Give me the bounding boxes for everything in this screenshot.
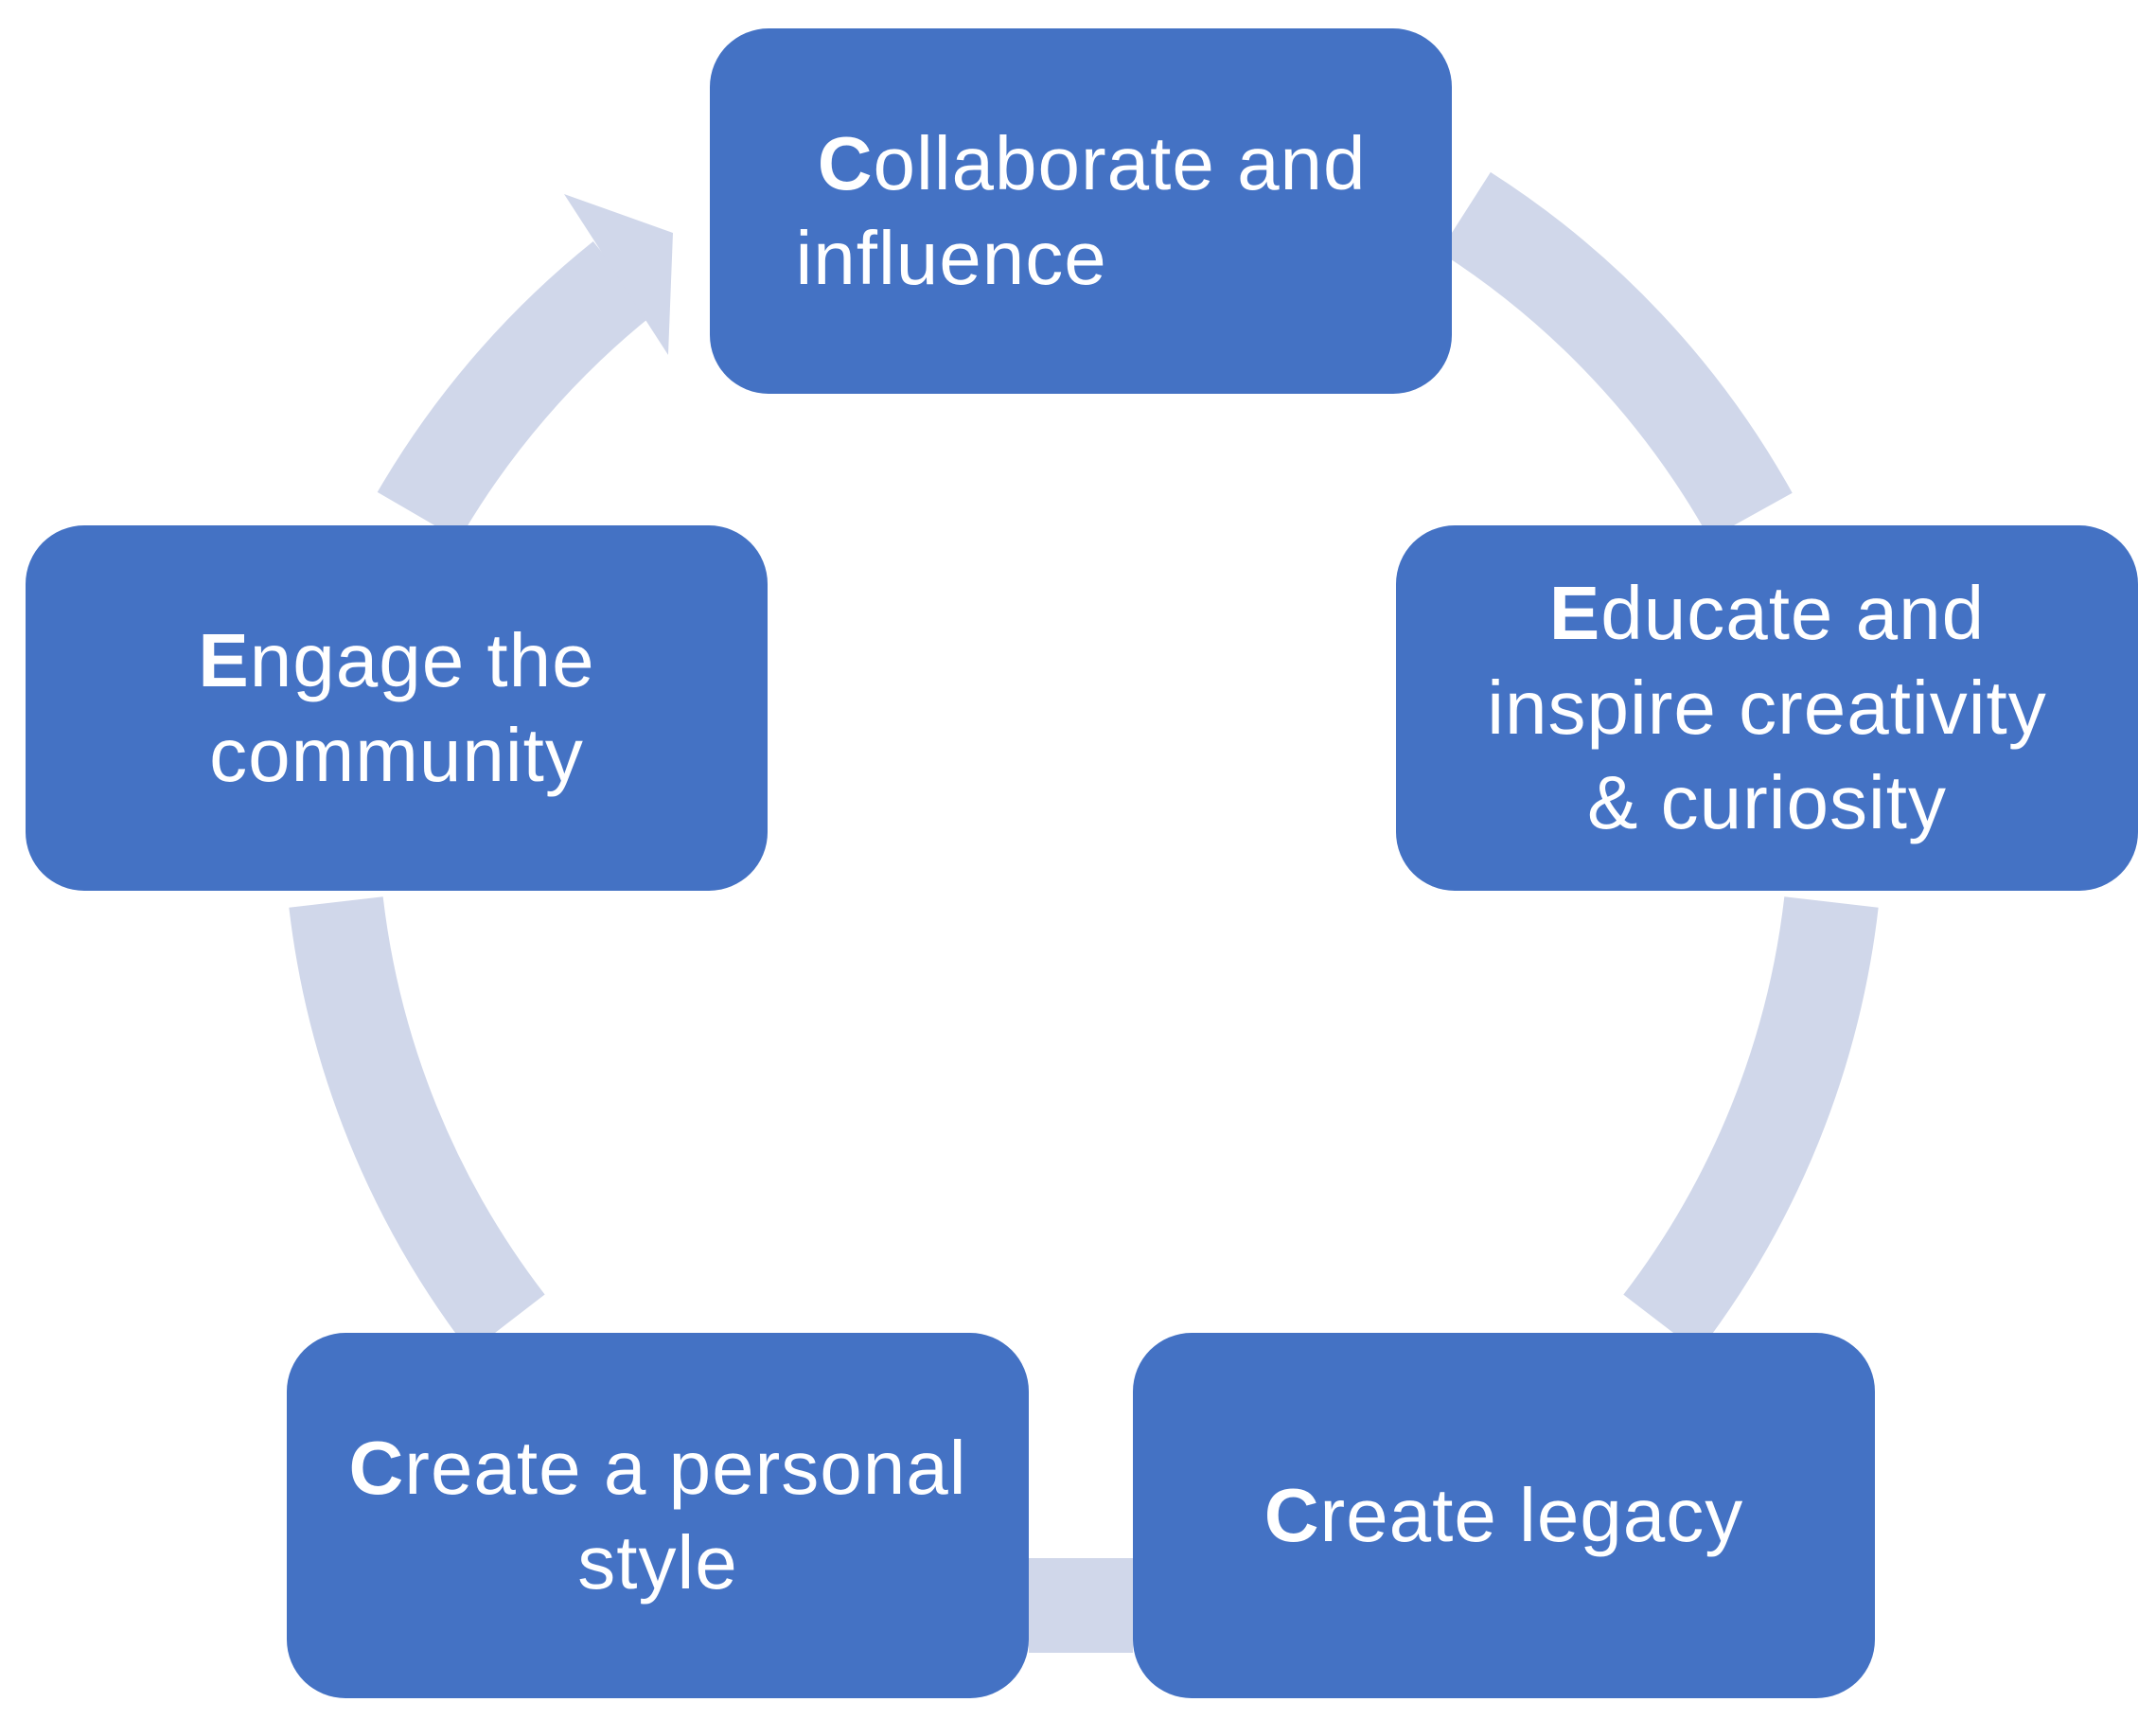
- ring-segment-legacy-to-style: [1029, 1558, 1133, 1653]
- step-create-legacy: Create legacy: [1133, 1333, 1875, 1698]
- step-label-line1: ollaborate and: [873, 121, 1367, 205]
- ring-segment-style-to-engage: [289, 896, 545, 1353]
- step-label-line1: reate legacy: [1319, 1473, 1744, 1557]
- step-initial: C: [1264, 1473, 1320, 1557]
- step-initial: C: [348, 1426, 405, 1510]
- step-label-line2: influence: [795, 216, 1107, 300]
- step-collaborate-and-influence: Collaborate and influence: [710, 28, 1452, 394]
- step-label-line1: reate a personal: [404, 1426, 967, 1510]
- step-label-line3: & curiosity: [1587, 760, 1947, 844]
- ring-arrow-head: [564, 194, 673, 355]
- step-label-line1: ducate and: [1600, 571, 1986, 655]
- step-educate-and-inspire: Educate and inspire creativity & curiosi…: [1396, 525, 2138, 891]
- step-label-line1: ngage the: [249, 618, 595, 702]
- step-create-a-personal-style: Create a personal style: [287, 1333, 1029, 1698]
- ring-segment-collaborate-to-educate: [1439, 171, 1793, 540]
- ring-segment-educate-to-legacy: [1623, 896, 1879, 1353]
- step-label-line2: style: [577, 1520, 738, 1605]
- step-label-line2: community: [209, 713, 584, 797]
- step-label-line2: inspire creativity: [1487, 665, 2047, 750]
- step-engage-the-community: Engage the community: [26, 525, 768, 891]
- ring-segment-engage-to-collaborate: [377, 240, 653, 541]
- step-initial: E: [1548, 571, 1601, 655]
- step-initial: E: [198, 618, 250, 702]
- step-initial: C: [817, 121, 874, 205]
